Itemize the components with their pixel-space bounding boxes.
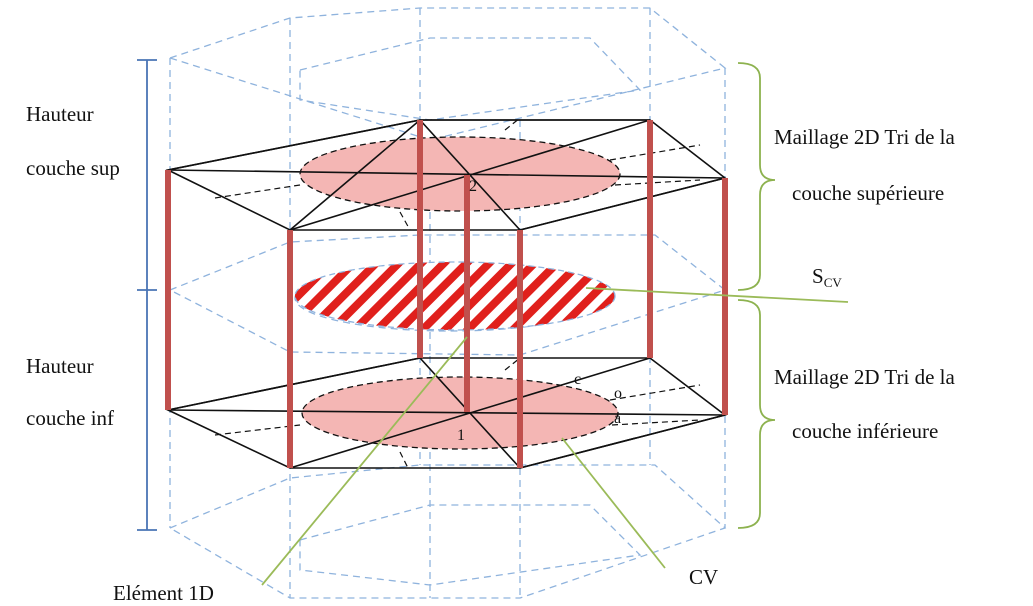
lower-height-label-line2: couche inf [26,406,114,430]
node-2-label: 2 [469,178,477,195]
scv-label-main: S [812,264,824,288]
layer-braces [737,62,776,529]
element-1d-label: Elément 1D [113,581,214,605]
scv-label-sub: CV [824,275,843,290]
upper-height-label-line1: Hauteur [26,102,94,126]
upper-mesh-label-line1: Maillage 2D Tri de la [774,125,955,149]
cv-label: CV [689,565,718,589]
lower-height-label-line1: Hauteur [26,354,94,378]
lower-mesh-label-line1: Maillage 2D Tri de la [774,365,955,389]
point-c-label: c [574,371,581,388]
upper-height-label-line2: couche sup [26,156,120,180]
scv-label: SCV [812,264,842,290]
scv-hatched-area [294,261,616,331]
lower-layer-mesh [165,357,727,469]
point-o-label: o [614,385,622,402]
height-brackets [137,59,157,531]
point-a-label: a [614,410,621,427]
node-1-label: 1 [457,427,465,444]
vertical-1d-elements [165,120,728,468]
upper-mesh-label-line2: couche supérieure [792,181,944,205]
upper-layer-mesh [165,117,727,231]
lower-mesh-label-line2: couche inférieure [792,419,938,443]
leader-lines [261,287,849,586]
